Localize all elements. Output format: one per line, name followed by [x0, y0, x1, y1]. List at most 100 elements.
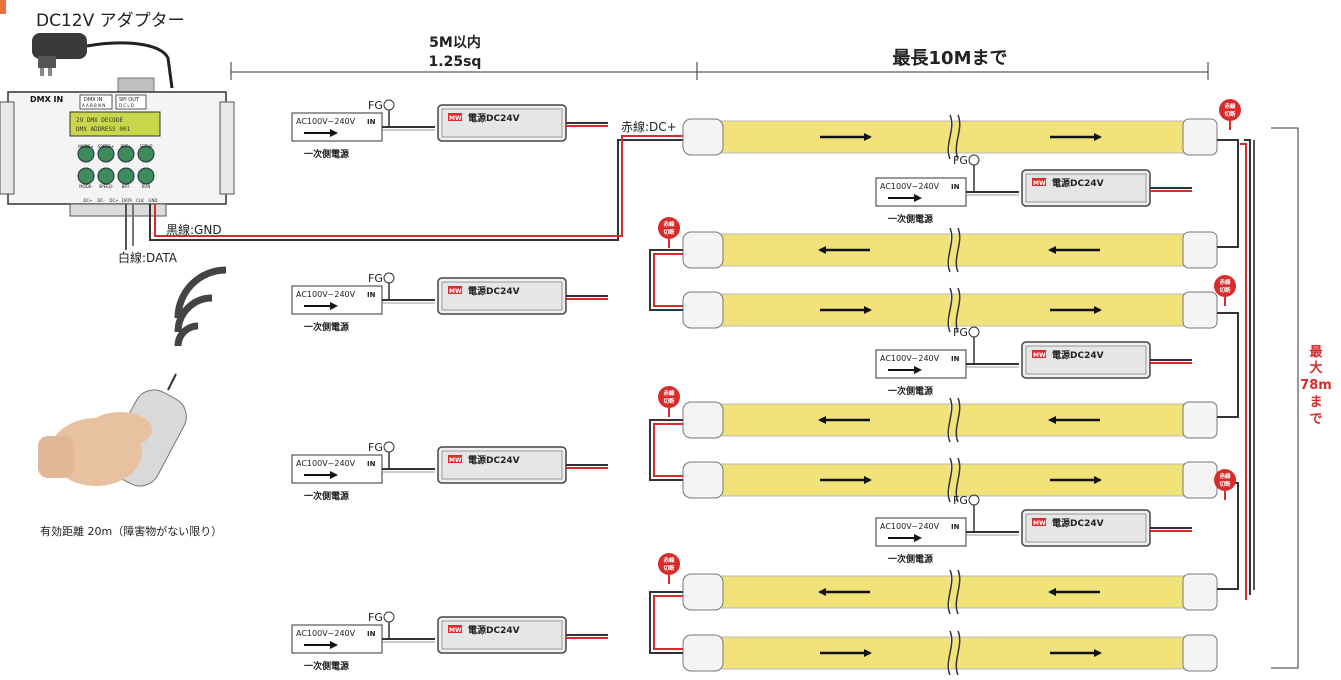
ac-in-label: IN [367, 118, 376, 126]
ac-input-label: AC100V~240V [296, 290, 356, 299]
led-strip [682, 287, 1218, 333]
psu-brand-mark: MW [449, 115, 462, 122]
white-data-label: 白線:DATA [118, 250, 178, 265]
led-strip [682, 227, 1218, 273]
primary-power-label: 一次側電源 [888, 213, 933, 225]
ac-input-label: AC100V~240V [296, 117, 356, 126]
controller-button[interactable] [117, 167, 135, 185]
dimension-lines [230, 62, 1299, 669]
black-gnd-label: 黒線:GND [166, 222, 222, 237]
psu-brand-mark: MW [449, 288, 462, 295]
primary-power-label: 一次側電源 [304, 660, 349, 672]
corner-accent [0, 0, 6, 14]
ac-in-label: IN [367, 630, 376, 638]
primary-power-label: 一次側電源 [888, 385, 933, 397]
spi-out-pins: D C L D [119, 103, 134, 108]
psu-brand-mark: MW [449, 627, 462, 634]
psu-label: 電源DC24V [1052, 349, 1104, 361]
controller-button-label: MODE- [79, 184, 93, 189]
psu-brand-mark: MW [1033, 520, 1046, 527]
controller-button-label: SPEED- [99, 184, 114, 189]
fg-label: FG [953, 326, 968, 339]
red-cut-label-line-1: 赤線 [663, 220, 675, 228]
red-dc-label: 赤線:DC+ [621, 119, 677, 134]
red-cut-label-line-1: 赤線 [663, 556, 675, 564]
controller-button[interactable] [77, 167, 95, 185]
primary-power-label: 一次側電源 [888, 553, 933, 565]
controller-button-label: MODE+ [78, 144, 94, 149]
terminal-label: GND [148, 198, 157, 203]
terminal-label: DC+ [83, 198, 92, 203]
lcd-line-2: DMX ADDRESS 001 [76, 126, 131, 133]
led-strip [682, 397, 1218, 443]
red-cut-label-line-2: 切断 [663, 397, 675, 405]
controller-buttons: MODE+SPEED+BRT+SETUPMODE-SPEED-BRT-RUNDC… [77, 144, 158, 203]
max-10m-label: 最長10Mまで [893, 48, 1008, 69]
max-78m-char-2: 大 [1309, 360, 1322, 376]
led-strip [682, 569, 1218, 615]
terminal-label: DC- [97, 198, 105, 203]
primary-power-label: 一次側電源 [304, 321, 349, 333]
controller-button[interactable] [137, 145, 155, 163]
controller-button-label: RUN [142, 184, 151, 189]
ac-in-label: IN [951, 523, 960, 531]
ac-in-label: IN [367, 291, 376, 299]
psu-brand-mark: MW [449, 457, 462, 464]
fg-label: FG [953, 494, 968, 507]
led-strip [682, 114, 1218, 160]
ac-input-label: AC100V~240V [880, 522, 940, 531]
primary-power-label: 一次側電源 [304, 148, 349, 160]
red-cut-label-line-2: 切断 [1224, 110, 1236, 118]
primary-power-label: 一次側電源 [304, 490, 349, 502]
red-cut-label-line-2: 切断 [1219, 480, 1231, 488]
main-wiring [125, 135, 690, 250]
led-strip [682, 457, 1218, 503]
psu-label: 電源DC24V [468, 112, 520, 124]
psu-label: 電源DC24V [1052, 177, 1104, 189]
dist-5m-label: 5M以内 [429, 34, 481, 51]
red-cut-label-line-1: 赤線 [1224, 102, 1236, 110]
remote-range-label: 有効距離 20m（障害物がない限り） [40, 524, 222, 538]
ac-input-label: AC100V~240V [880, 182, 940, 191]
red-cut-label-line-1: 赤線 [663, 389, 675, 397]
psu-label: 電源DC24V [468, 285, 520, 297]
ac-in-label: IN [367, 460, 376, 468]
psu-label: 電源DC24V [468, 624, 520, 636]
red-cut-label-line-2: 切断 [663, 228, 675, 236]
red-cut-label-line-1: 赤線 [1219, 472, 1231, 480]
wire-size-label: 1.25sq [429, 54, 482, 70]
terminal-label: DC+ [109, 198, 118, 203]
led-strip [682, 630, 1218, 676]
fg-label: FG [368, 99, 383, 112]
controller-button[interactable] [97, 167, 115, 185]
max-78m-char-4: ま [1309, 395, 1322, 410]
controller-button-label: BRT+ [120, 144, 131, 149]
psu-brand-mark: MW [1033, 352, 1046, 359]
controller-button[interactable] [137, 167, 155, 185]
controller-button[interactable] [77, 145, 95, 163]
red-cut-label-line-2: 切断 [663, 564, 675, 572]
controller-button-label: BRT- [122, 184, 131, 189]
controller-button-label: SETUP [140, 144, 153, 149]
adapter-icon [32, 33, 174, 89]
lcd-line-1: 29 DMX DECODE [76, 117, 123, 124]
power-unit: AC100V~240V IN 一次側電源 FG MW 電源DC24V [291, 99, 608, 160]
fg-label: FG [368, 441, 383, 454]
fg-label: FG [953, 154, 968, 167]
controller-button[interactable] [117, 145, 135, 163]
controller-button[interactable] [97, 145, 115, 163]
